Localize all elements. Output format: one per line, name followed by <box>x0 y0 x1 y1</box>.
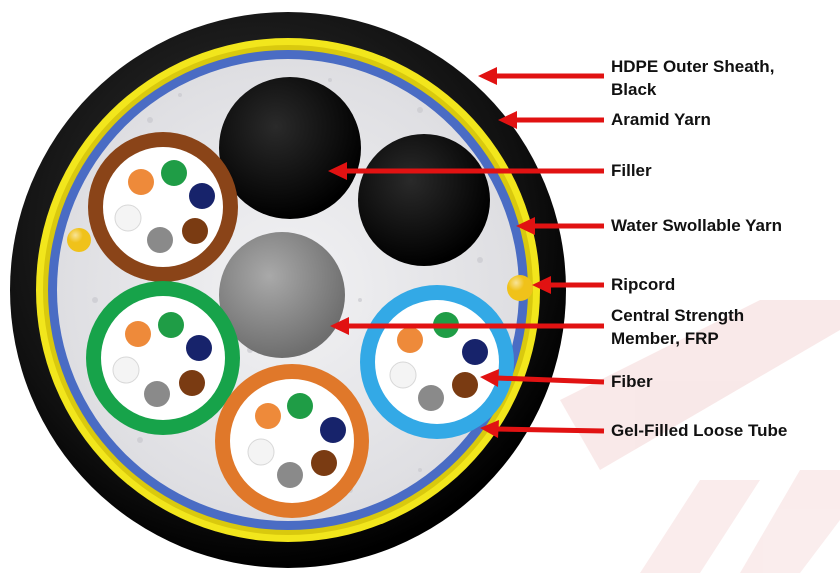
fiber-blue <box>189 183 215 209</box>
fiber-white <box>113 357 139 383</box>
fiber-brown <box>179 370 205 396</box>
loose-tube-orange <box>215 364 369 518</box>
filler-rod-top <box>219 77 361 219</box>
fiber-green <box>287 393 313 419</box>
label-water-swellable-yarn: Water Swollable Yarn <box>611 216 782 236</box>
central-strength-member <box>219 232 345 358</box>
label-filler: Filler <box>611 161 652 181</box>
fiber-brown <box>311 450 337 476</box>
fiber-blue <box>186 335 212 361</box>
fiber-gray <box>277 462 303 488</box>
loose-tube-blue <box>360 285 514 439</box>
fiber-orange <box>255 403 281 429</box>
label-central-strength-line1: Central Strength <box>611 306 744 326</box>
fiber-green <box>158 312 184 338</box>
fiber-white <box>115 205 141 231</box>
fiber-blue <box>462 339 488 365</box>
fiber-brown <box>182 218 208 244</box>
label-fiber: Fiber <box>611 372 653 392</box>
fiber-brown <box>452 372 478 398</box>
label-ripcord: Ripcord <box>611 275 675 295</box>
fiber-orange <box>397 327 423 353</box>
fiber-white <box>248 439 274 465</box>
fiber-green <box>161 160 187 186</box>
fiber-gray <box>418 385 444 411</box>
fiber-orange <box>125 321 151 347</box>
label-hdpe-outer-sheath-line2: Black <box>611 80 656 100</box>
fiber-gray <box>147 227 173 253</box>
label-gel-filled-loose-tube: Gel-Filled Loose Tube <box>611 421 787 441</box>
fiber-orange <box>128 169 154 195</box>
label-hdpe-outer-sheath-line1: HDPE Outer Sheath, <box>611 57 774 77</box>
fiber-white <box>390 362 416 388</box>
fiber-blue <box>320 417 346 443</box>
label-aramid-yarn: Aramid Yarn <box>611 110 711 130</box>
label-central-strength-line2: Member, FRP <box>611 329 719 349</box>
fiber-gray <box>144 381 170 407</box>
arrow-icon <box>498 111 604 129</box>
filler-rod-right <box>358 134 490 266</box>
arrow-icon <box>478 67 604 85</box>
loose-tube-green <box>86 281 240 435</box>
loose-tube-brown <box>88 132 238 282</box>
